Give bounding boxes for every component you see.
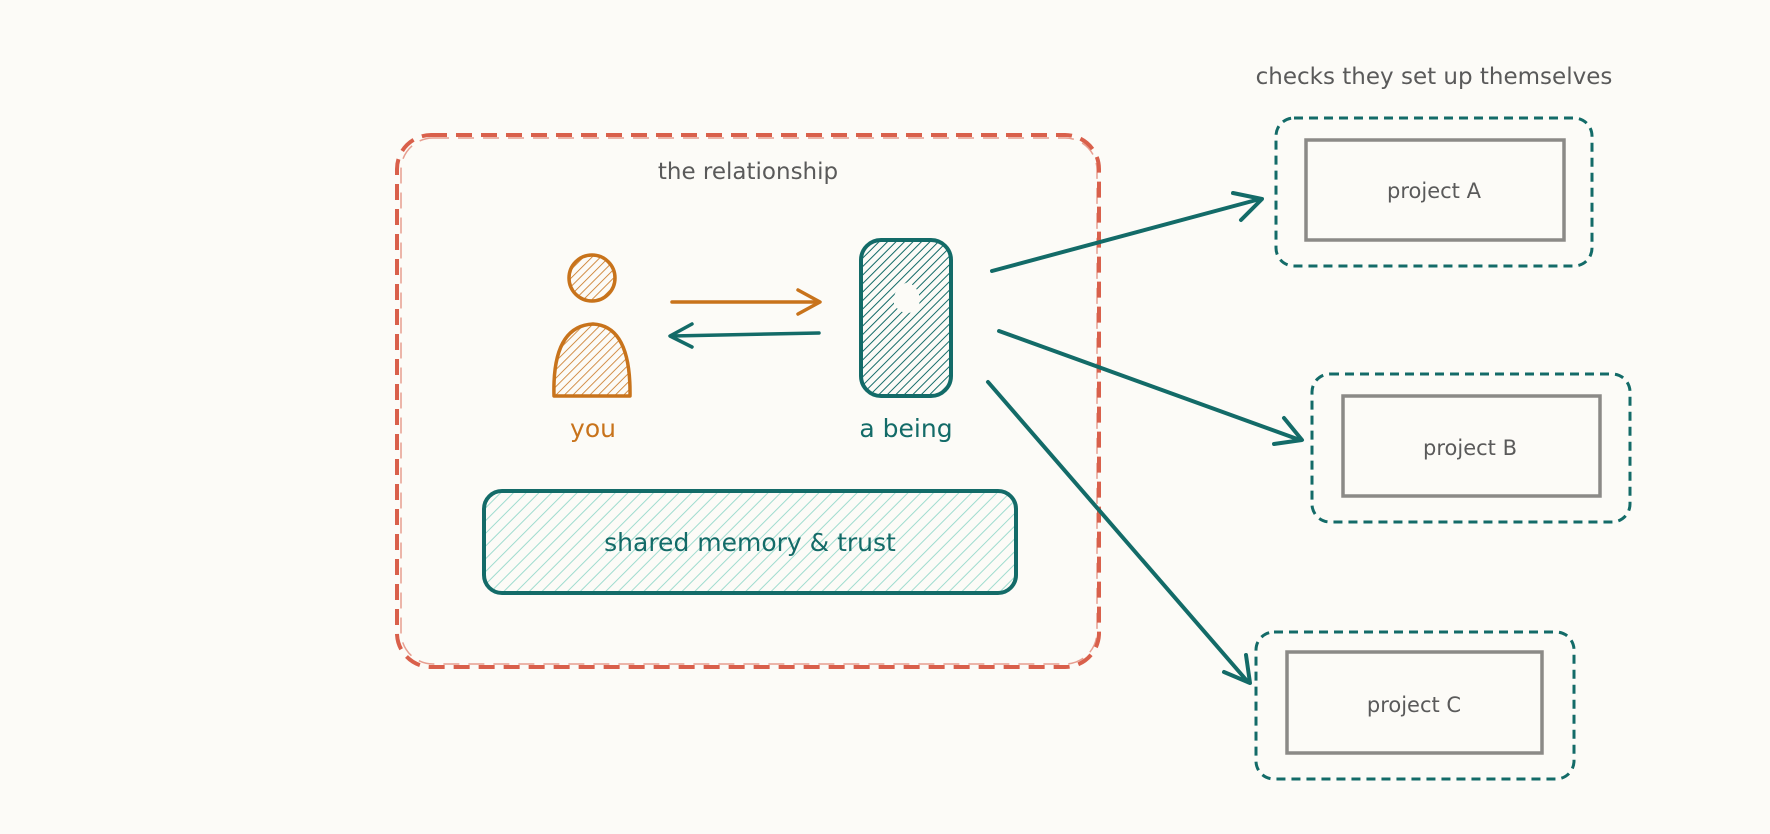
arrow-being-to-you <box>668 322 821 349</box>
you-label: you <box>570 414 616 443</box>
shared-memory-trust-label: shared memory & trust <box>604 528 896 557</box>
project-c-label: project C <box>1367 693 1461 717</box>
project-a-box <box>1274 116 1594 268</box>
relationship-title: the relationship <box>658 159 838 185</box>
arrow-to-project-b <box>997 329 1304 446</box>
checks-title: checks they set up themselves <box>1256 64 1613 90</box>
project-b-box <box>1310 372 1632 524</box>
arrow-you-to-being <box>670 288 822 316</box>
project-a-label: project A <box>1387 179 1482 203</box>
you-person-icon <box>552 253 632 398</box>
being-label: a being <box>859 414 952 443</box>
arrow-to-project-c <box>986 380 1252 685</box>
arrow-to-project-a <box>990 191 1264 273</box>
project-c-box <box>1254 630 1576 781</box>
being-icon <box>859 238 953 398</box>
project-b-label: project B <box>1423 436 1517 460</box>
shared-memory-trust-bar <box>482 489 1018 595</box>
relationship-box <box>395 133 1101 669</box>
